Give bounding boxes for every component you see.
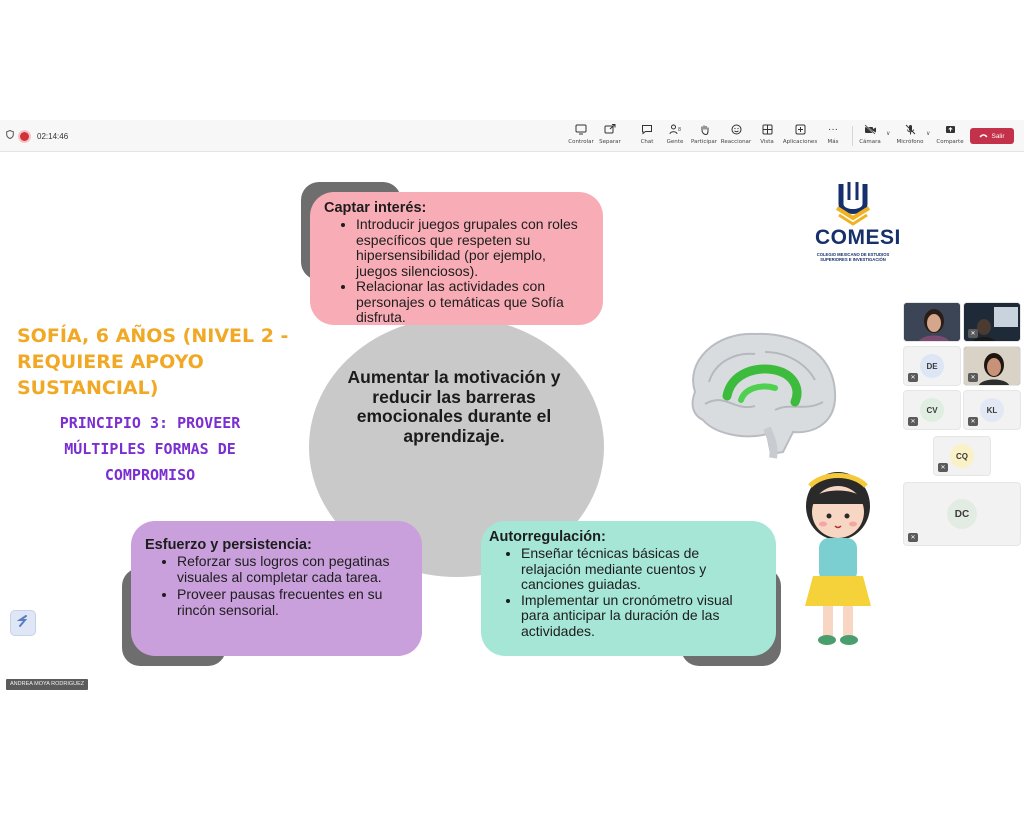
list-item: Enseñar técnicas básicas de relajación m… <box>521 545 762 593</box>
mic-muted-icon: ✕ <box>938 463 948 472</box>
phone-hangup-icon <box>979 133 988 140</box>
brain-illustration-icon <box>691 332 837 459</box>
camera-button[interactable]: Cámara <box>853 124 887 150</box>
participant-video-icon <box>964 347 1020 385</box>
grid-view-icon <box>762 124 773 136</box>
list-item: Proveer pausas frecuentes en su rincón s… <box>177 586 408 618</box>
control-button[interactable]: Controlar <box>564 124 598 150</box>
react-button[interactable]: Reaccionar <box>719 124 753 150</box>
mic-muted-icon: ✕ <box>908 417 918 426</box>
toolbar-divider <box>852 126 853 146</box>
box-title: Esfuerzo y persistencia: <box>145 537 312 553</box>
share-button[interactable]: Comparte <box>933 124 967 150</box>
esfuerzo-persistencia-box: Esfuerzo y persistencia: Reforzar sus lo… <box>131 521 422 656</box>
presenter-name-tag: ANDREA MOYA RODRIGUEZ <box>6 679 89 690</box>
camera-off-icon <box>863 124 877 136</box>
more-button[interactable]: ··· Más <box>827 124 839 145</box>
people-icon: 8 <box>669 124 681 136</box>
participant-tile-dc[interactable]: DC ✕ <box>903 482 1021 546</box>
participant-tile-kl[interactable]: KL ✕ <box>963 390 1021 430</box>
participant-initials: CV <box>920 398 944 422</box>
leave-button[interactable]: Salir <box>970 128 1014 144</box>
app-logo-icon <box>16 614 30 633</box>
participant-tile-de[interactable]: DE ✕ <box>903 346 961 386</box>
participant-video-tile[interactable] <box>903 302 961 342</box>
participant-video-tile[interactable]: ✕ <box>963 302 1021 342</box>
box-title: Captar interés: <box>324 200 427 216</box>
monitor-icon <box>575 124 587 136</box>
mic-muted-icon: ✕ <box>968 373 978 382</box>
mic-off-icon <box>905 124 916 136</box>
more-icon: ··· <box>828 124 838 135</box>
autorregulacion-box: Autorregulación: Enseñar técnicas básica… <box>481 521 776 656</box>
mic-muted-icon: ✕ <box>968 329 978 338</box>
chat-button[interactable]: Chat <box>630 124 664 150</box>
student-title: SOFÍA, 6 AÑOS (NIVEL 2 - REQUIERE APOYO … <box>17 325 289 399</box>
shield-icon <box>6 129 14 142</box>
participant-video-icon <box>904 303 960 341</box>
participant-initials: CQ <box>950 444 974 468</box>
logo-name: COMESI <box>815 226 901 249</box>
shared-slide: Aumentar la motivación y reducir las bar… <box>3 170 901 678</box>
popout-icon <box>604 124 616 136</box>
list-item: Reforzar sus logros con pegatinas visual… <box>177 553 408 585</box>
chat-icon <box>641 124 653 136</box>
mic-muted-icon: ✕ <box>908 533 918 542</box>
raise-hand-button[interactable]: Participar <box>687 124 721 150</box>
list-item: Relacionar las actividades con personaje… <box>356 278 589 326</box>
leave-label: Salir <box>991 132 1005 140</box>
principle-title: PRINCIPIO 3: PROVEER MÚLTIPLES FORMAS DE… <box>59 414 241 484</box>
participant-initials: KL <box>980 398 1004 422</box>
participant-tile-cq[interactable]: CQ ✕ <box>933 436 991 476</box>
smiley-icon <box>731 124 742 136</box>
recording-icon <box>20 131 29 141</box>
comesi-logo-icon <box>835 182 871 226</box>
add-apps-icon <box>795 124 806 136</box>
microphone-button[interactable]: Micrófono <box>893 124 927 150</box>
app-launcher-button[interactable] <box>10 610 36 636</box>
camera-options-chevron-icon[interactable]: ∨ <box>886 131 891 137</box>
meeting-timer: 02:14:46 <box>37 131 69 141</box>
raise-hand-icon <box>699 124 710 136</box>
participant-tile-cv[interactable]: CV ✕ <box>903 390 961 430</box>
people-button[interactable]: 8 Gente <box>658 124 692 150</box>
mic-muted-icon: ✕ <box>908 373 918 382</box>
mic-muted-icon: ✕ <box>968 417 978 426</box>
girl-character-icon <box>805 472 871 645</box>
central-goal-text: Aumentar la motivación y reducir las bar… <box>347 367 561 446</box>
participant-video-tile[interactable]: ✕ <box>963 346 1021 386</box>
participant-initials: DE <box>920 354 944 378</box>
meeting-toolbar: 02:14:46 Controlar Separar Chat 8 Gente … <box>0 120 1024 152</box>
share-icon <box>945 124 956 136</box>
meeting-status: 02:14:46 <box>6 129 68 143</box>
apps-button[interactable]: Aplicaciones <box>783 124 817 150</box>
list-item: Implementar un cronómetro visual para an… <box>521 592 762 640</box>
participant-initials: DC <box>947 499 977 529</box>
box-title: Autorregulación: <box>489 529 606 545</box>
view-button[interactable]: Vista <box>750 124 784 150</box>
mic-options-chevron-icon[interactable]: ∨ <box>926 131 931 137</box>
list-item: Introducir juegos grupales con roles esp… <box>356 216 589 279</box>
popout-button[interactable]: Separar <box>593 124 627 150</box>
captar-interes-box: Captar interés: Introducir juegos grupal… <box>310 192 603 325</box>
logo-subtitle: COLEGIO MEXICANO DE ESTUDIOS SUPERIORES … <box>816 252 890 262</box>
people-count: 8 <box>678 127 681 133</box>
